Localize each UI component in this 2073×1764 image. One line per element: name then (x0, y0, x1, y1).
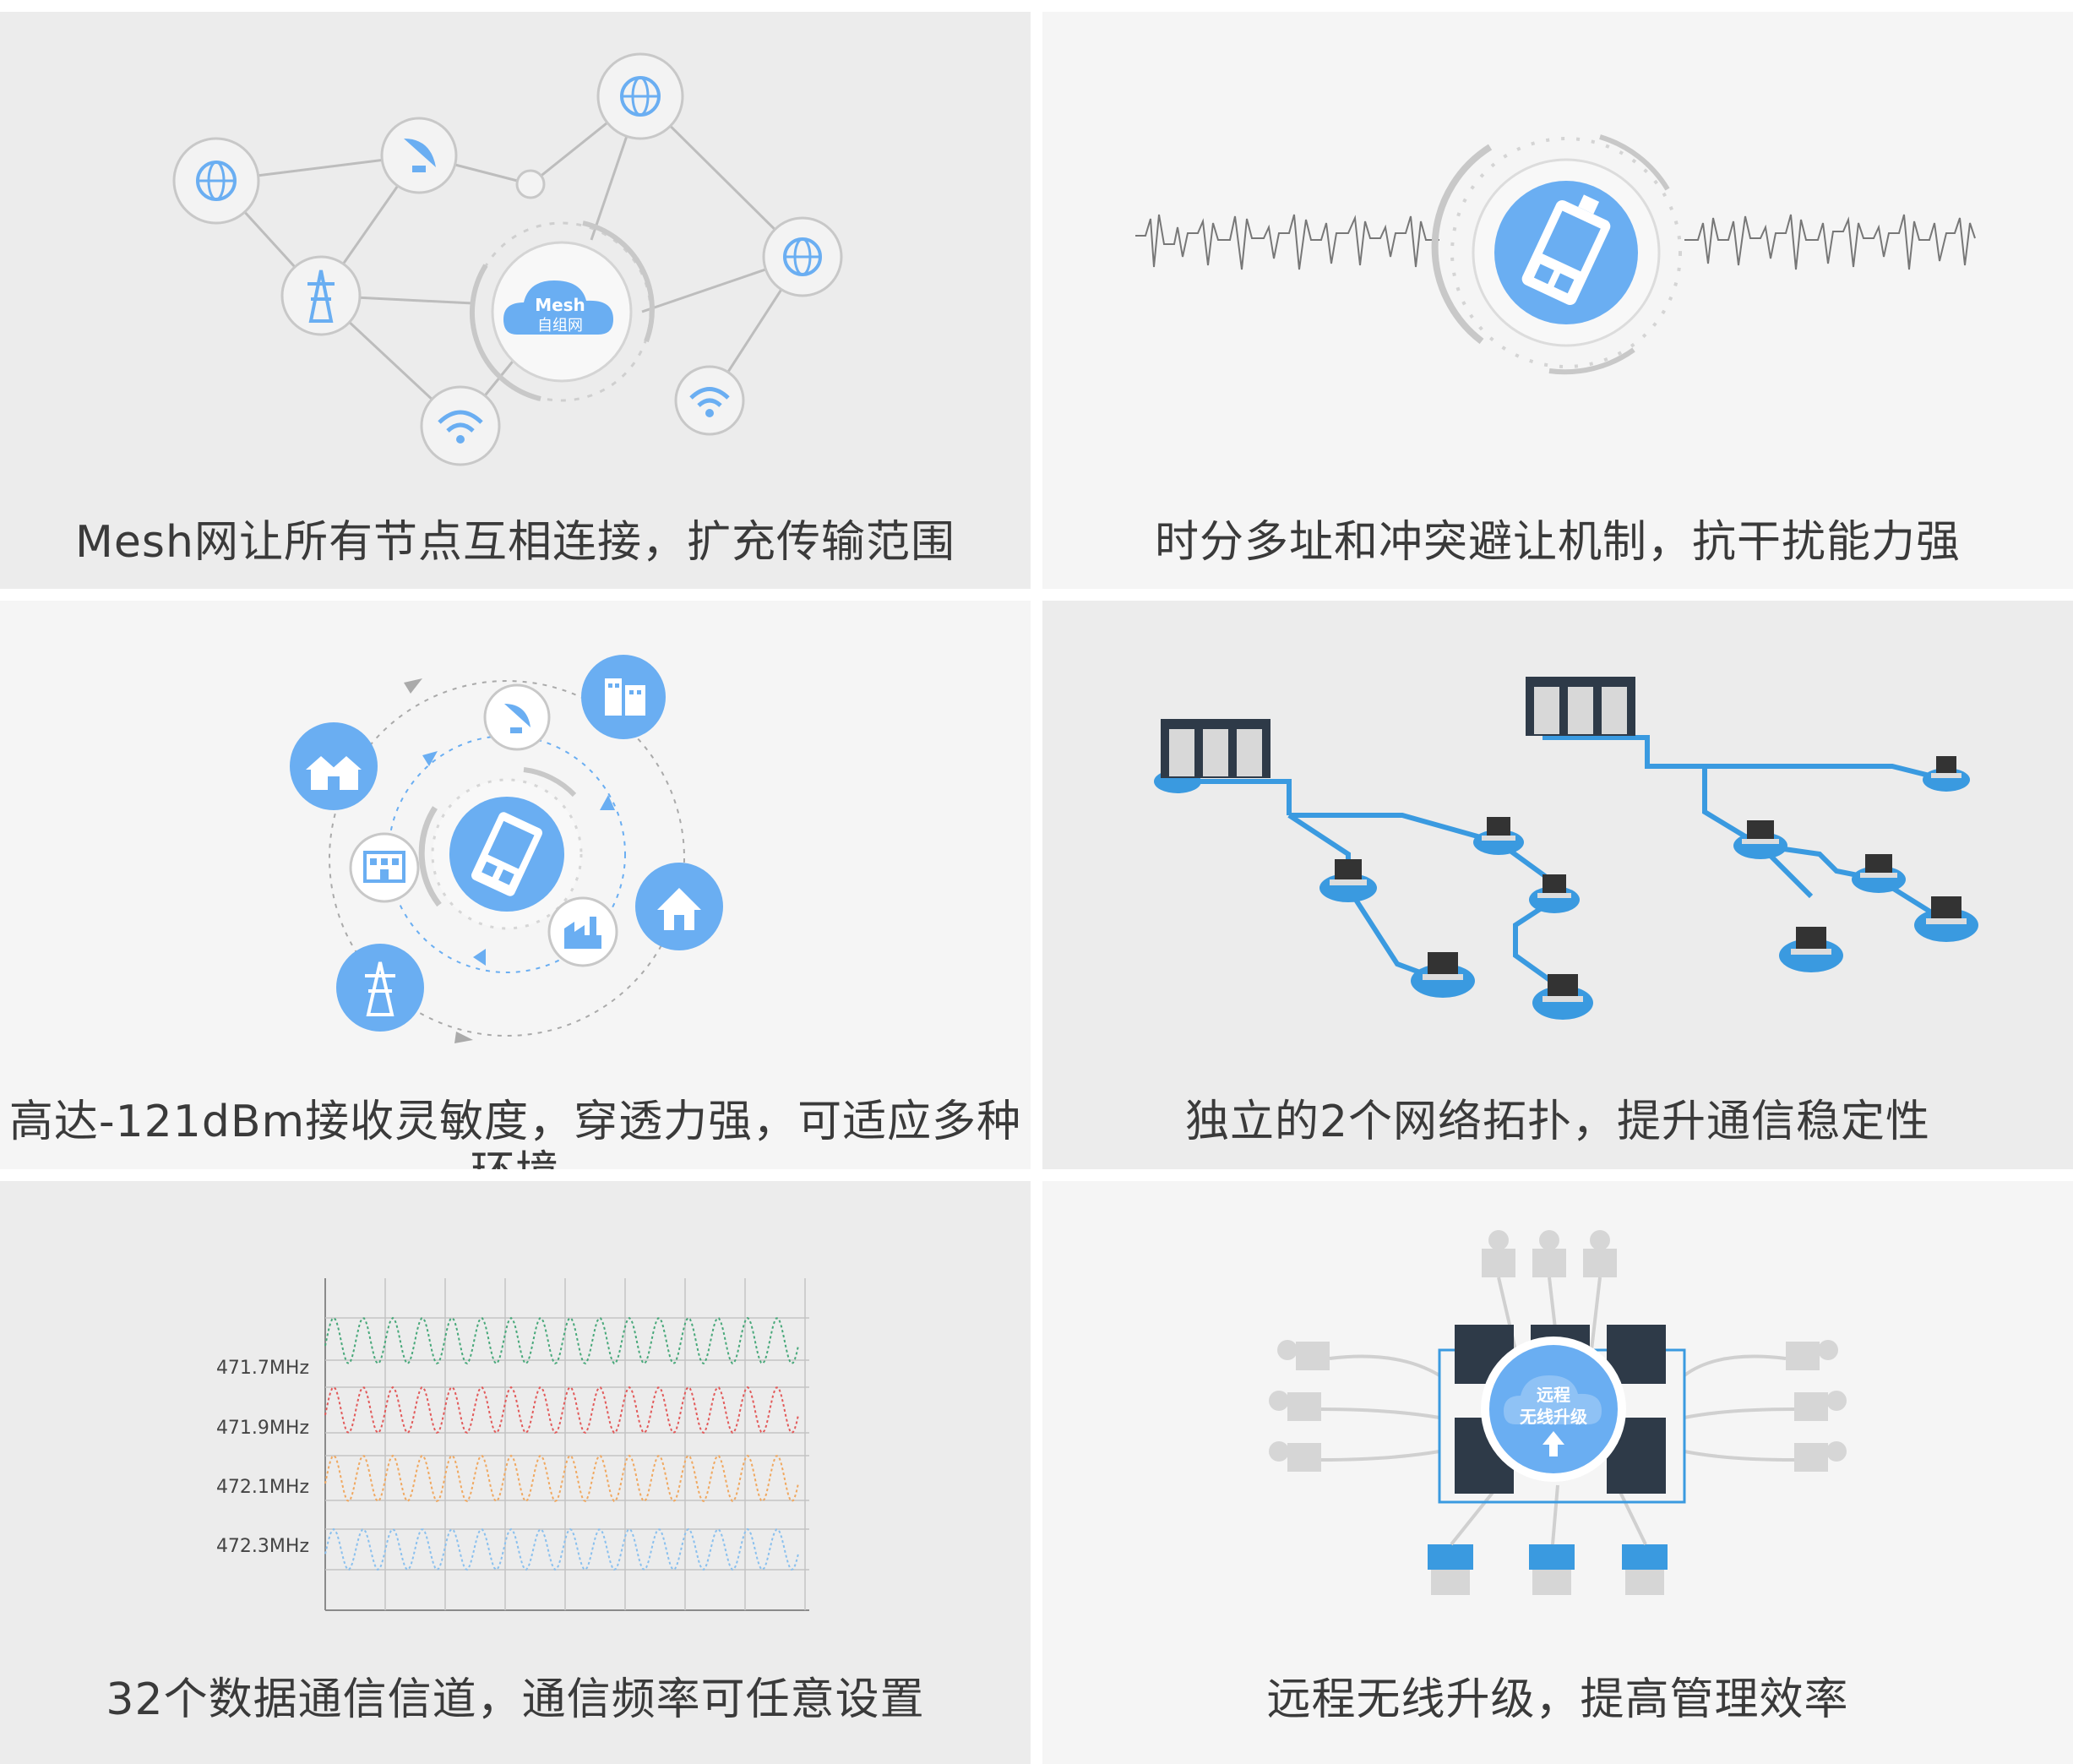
device-module-center (418, 767, 583, 930)
power-tower-node-2 (336, 944, 424, 1032)
factory-node (547, 896, 618, 967)
freq-label-3: 472.1MHz (216, 1477, 309, 1498)
home-node (635, 863, 723, 950)
hub-label-upgrade: 无线升级 (1520, 1407, 1587, 1427)
hub-label-1: Mesh (535, 295, 585, 315)
power-tower-node (280, 255, 362, 336)
panel-dual-topology: 独立的2个网络拓扑，提升通信稳定性 (1042, 601, 2073, 1169)
remote-upgrade-diagram: 远程 无线升级 (1269, 1230, 1847, 1595)
laptop-nodes (1330, 756, 1967, 1002)
panel-tdma: 时分多址和冲突避让机制，抗干扰能力强 (1042, 12, 2073, 589)
freq-label-2: 471.9MHz (216, 1418, 309, 1439)
panel-mesh-network: Mesh 自组网 Mesh网让所有节点互相连接，扩充传输范围 (0, 12, 1031, 589)
wifi-node-right (674, 365, 745, 436)
satellite-dish-node-2 (483, 683, 551, 751)
panel-sensitivity: 高达-121dBm接收灵敏度，穿透力强，可适应多种环境 (0, 601, 1031, 1169)
tdma-diagram (1135, 134, 1976, 375)
freq-label-4: 472.3MHz (216, 1536, 309, 1557)
hub-label-2: 自组网 (537, 317, 583, 335)
freq-label-1: 471.7MHz (216, 1358, 309, 1379)
house-node (290, 722, 378, 810)
wifi-node-bottom (420, 385, 501, 466)
satellite-dish-node (380, 117, 458, 194)
caption-mesh: Mesh网让所有节点互相连接，扩充传输范围 (75, 517, 955, 568)
device-module-hub (1431, 134, 1682, 375)
cloud-upload-hub: 远程 无线升级 (1481, 1337, 1626, 1482)
office-building-node (581, 655, 666, 739)
globe-node-top (596, 52, 684, 140)
frequency-wave-1 (324, 1316, 799, 1365)
mesh-hub: Mesh 自组网 (469, 220, 655, 402)
frequency-wave-2 (324, 1386, 799, 1435)
signal-wave-left (1135, 214, 1439, 270)
dual-topology-diagram (1154, 677, 1978, 1020)
frequency-wave-3 (324, 1454, 799, 1503)
globe-node-right (762, 216, 843, 297)
globe-node-left (172, 137, 260, 225)
sensitivity-diagram (290, 655, 723, 1043)
shop-node (349, 832, 420, 903)
server-cluster-right (1526, 677, 1635, 736)
mesh-network-diagram: Mesh 自组网 (172, 52, 843, 466)
frequency-chart: 471.7MHz 471.9MHz 472.1MHz 472.3MHz (216, 1278, 809, 1611)
caption-channels: 32个数据通信信道，通信频率可任意设置 (106, 1674, 925, 1725)
caption-remote-upgrade: 远程无线升级，提高管理效率 (1266, 1674, 1849, 1725)
caption-tdma: 时分多址和冲突避让机制，抗干扰能力强 (1154, 517, 1961, 568)
panel-remote-upgrade: 远程 无线升级 远程无线升级，提高管理效率 (1042, 1181, 2073, 1764)
panel-channels: 471.7MHz 471.9MHz 472.1MHz 472.3MHz 32个数… (0, 1181, 1031, 1764)
signal-wave-right (1684, 214, 1976, 270)
frequency-wave-4 (324, 1527, 799, 1571)
server-cluster-left (1161, 719, 1270, 778)
caption-dual-topology: 独立的2个网络拓扑，提升通信稳定性 (1184, 1097, 1931, 1147)
hub-label-remote: 远程 (1537, 1385, 1570, 1405)
caption-sensitivity: 高达-121dBm接收灵敏度，穿透力强，可适应多种环境 (8, 1097, 1022, 1169)
